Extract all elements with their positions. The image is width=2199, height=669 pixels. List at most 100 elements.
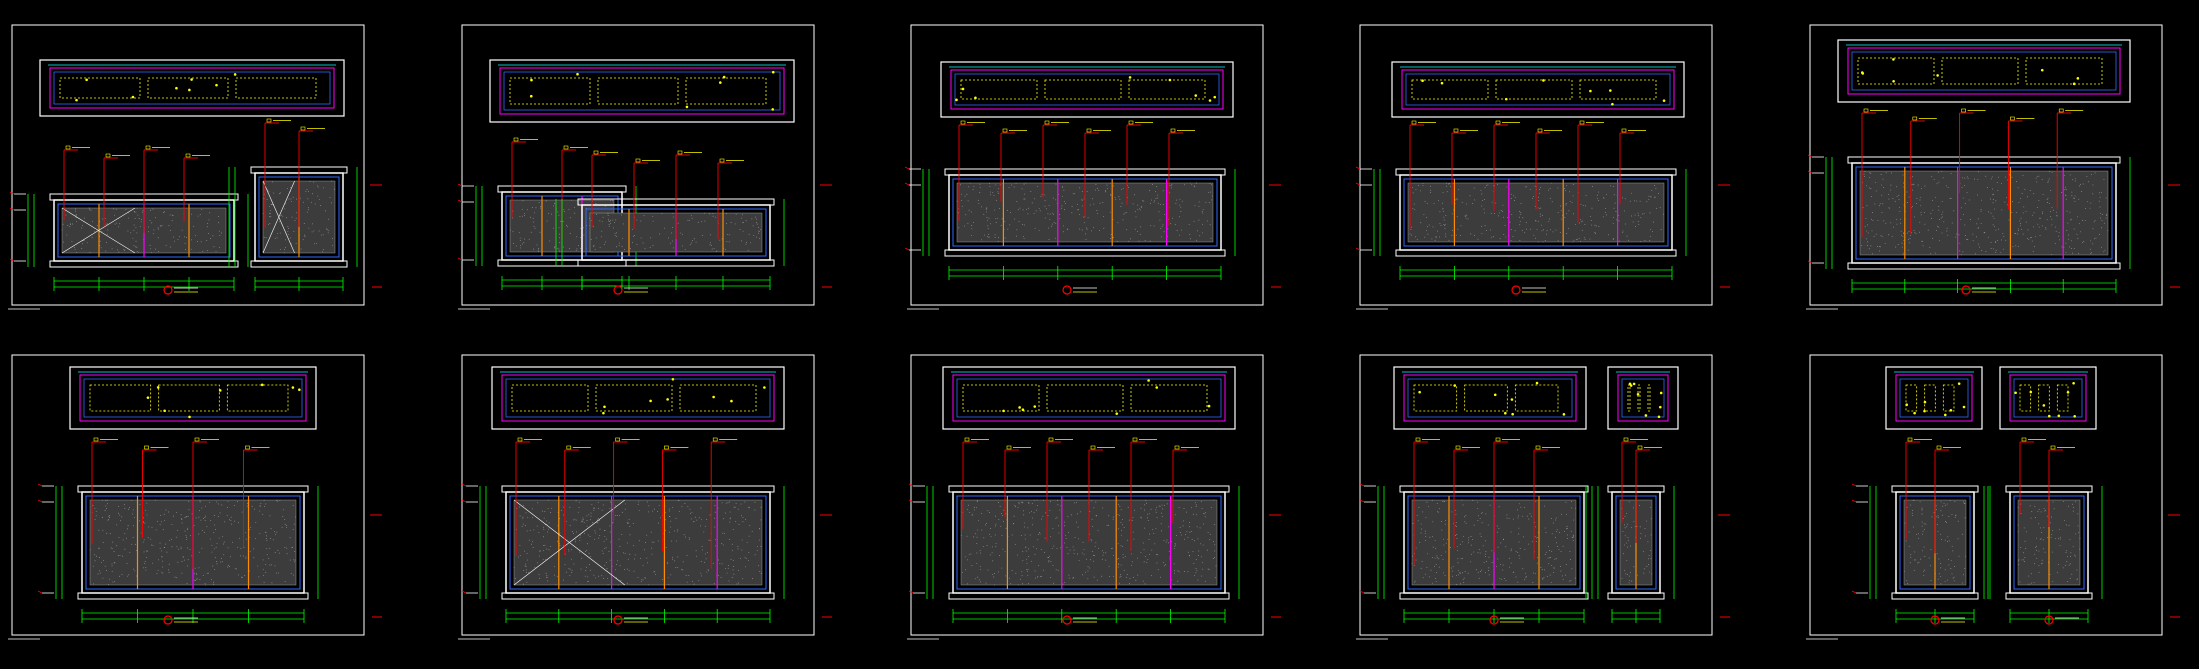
plan-furniture bbox=[89, 384, 152, 412]
hatch-dot bbox=[2049, 574, 2051, 575]
hatch-dot bbox=[693, 583, 695, 585]
hatch-dot bbox=[1983, 232, 1985, 234]
plan-furniture bbox=[679, 384, 757, 412]
hatch-dot bbox=[1422, 511, 1424, 513]
hatch-dot bbox=[1128, 240, 1130, 242]
plan-furniture bbox=[685, 77, 767, 105]
hatch-dot bbox=[114, 581, 116, 582]
hatch-dot bbox=[203, 518, 204, 519]
hatch-dot bbox=[326, 228, 328, 230]
hatch-dot bbox=[108, 519, 110, 521]
plan-furniture bbox=[1046, 384, 1124, 412]
hatch-dot bbox=[669, 515, 671, 517]
hatch-dot bbox=[272, 181, 274, 183]
hatch-dot bbox=[1427, 553, 1428, 555]
hatch-dot bbox=[1625, 542, 1627, 544]
hatch-dot bbox=[1519, 220, 1521, 222]
hatch-dot bbox=[1026, 562, 1028, 564]
hatch-dot bbox=[118, 251, 120, 253]
hatch-dot bbox=[555, 584, 557, 586]
hatch-dot bbox=[1040, 549, 1042, 550]
hatch-dot bbox=[657, 540, 659, 542]
hatch-dot bbox=[1434, 239, 1436, 241]
title-bubble bbox=[2044, 615, 2054, 625]
hatch-dot bbox=[1202, 209, 1204, 210]
hatch-dot bbox=[291, 546, 293, 548]
hatch-dot bbox=[1913, 569, 1915, 571]
hatch-dot bbox=[593, 507, 595, 509]
hatch-dot bbox=[1441, 521, 1442, 522]
hatch-dot bbox=[2042, 562, 2044, 564]
hatch-dot bbox=[143, 551, 145, 553]
hatch-dot bbox=[1872, 212, 1873, 213]
hatch-dot bbox=[1481, 193, 1483, 195]
hatch-dot bbox=[1533, 196, 1535, 197]
hatch-dot bbox=[1422, 183, 1424, 184]
hatch-dot bbox=[979, 186, 981, 188]
hatch-dot bbox=[1595, 232, 1596, 234]
hatch-dot bbox=[576, 248, 578, 250]
annotation-tag bbox=[615, 437, 620, 442]
hatch-dot bbox=[988, 217, 990, 219]
hatch-dot bbox=[1140, 507, 1142, 509]
hatch-dot bbox=[671, 232, 673, 234]
hatch-dot bbox=[1548, 563, 1550, 565]
hatch-dot bbox=[1416, 514, 1418, 516]
hatch-dot bbox=[1424, 236, 1426, 238]
hatch-dot bbox=[531, 543, 532, 545]
hatch-dot bbox=[741, 539, 743, 541]
hatch-dot bbox=[1442, 538, 1444, 540]
hatch-dot bbox=[266, 199, 268, 200]
hatch-dot bbox=[1491, 236, 1492, 238]
hatch-dot bbox=[1862, 207, 1864, 209]
hatch-dot bbox=[1624, 198, 1626, 200]
hatch-dot bbox=[619, 565, 621, 567]
hatch-dot bbox=[1958, 555, 1960, 557]
hatch-dot bbox=[1467, 542, 1469, 544]
hatch-dot bbox=[1942, 211, 1944, 213]
hatch-dot bbox=[992, 573, 994, 575]
hatch-dot bbox=[1919, 231, 1920, 233]
hatch-dot bbox=[194, 573, 196, 575]
hatch-dot bbox=[1896, 219, 1898, 221]
hatch-dot bbox=[569, 525, 571, 526]
hatch-dot bbox=[559, 233, 561, 235]
plan-inner-line bbox=[1621, 378, 1665, 418]
hatch-dot bbox=[1924, 555, 1926, 557]
hatch-dot bbox=[1562, 545, 1564, 547]
hatch-dot bbox=[733, 573, 735, 575]
hatch-dot bbox=[1871, 253, 1873, 255]
hatch-dot bbox=[1432, 521, 1434, 523]
hatch-dot bbox=[1522, 568, 1524, 570]
hatch-dot bbox=[554, 203, 556, 204]
hatch-dot bbox=[311, 201, 312, 203]
hatch-dot bbox=[727, 233, 728, 235]
hatch-dot bbox=[1037, 539, 1039, 541]
hatch-dot bbox=[1923, 528, 1925, 530]
hatch-dot bbox=[1108, 515, 1110, 517]
hatch-dot bbox=[727, 502, 729, 504]
hatch-dot bbox=[1901, 242, 1903, 244]
hatch-dot bbox=[1155, 198, 1157, 199]
hatch-dot bbox=[1163, 504, 1165, 506]
hatch-dot bbox=[678, 510, 680, 512]
hatch-dot bbox=[1179, 234, 1180, 236]
hatch-dot bbox=[614, 235, 616, 237]
hatch-dot bbox=[282, 515, 284, 517]
hatch-dot bbox=[132, 513, 134, 515]
hatch-dot bbox=[684, 248, 686, 250]
hatch-dot bbox=[1465, 217, 1467, 219]
hatch-dot bbox=[1047, 213, 1049, 215]
hatch-dot bbox=[1941, 201, 1943, 202]
hatch-dot bbox=[1452, 229, 1453, 231]
hatch-dot bbox=[1946, 503, 1948, 505]
hatch-dot bbox=[1474, 199, 1475, 201]
hatch-dot bbox=[116, 545, 118, 547]
hatch-dot bbox=[1008, 577, 1010, 579]
hatch-dot bbox=[560, 509, 562, 511]
hatch-dot bbox=[700, 507, 702, 509]
hatch-dot bbox=[2059, 536, 2061, 538]
hatch-dot bbox=[162, 560, 164, 562]
hatch-dot bbox=[558, 248, 560, 250]
hatch-dot bbox=[543, 550, 545, 552]
